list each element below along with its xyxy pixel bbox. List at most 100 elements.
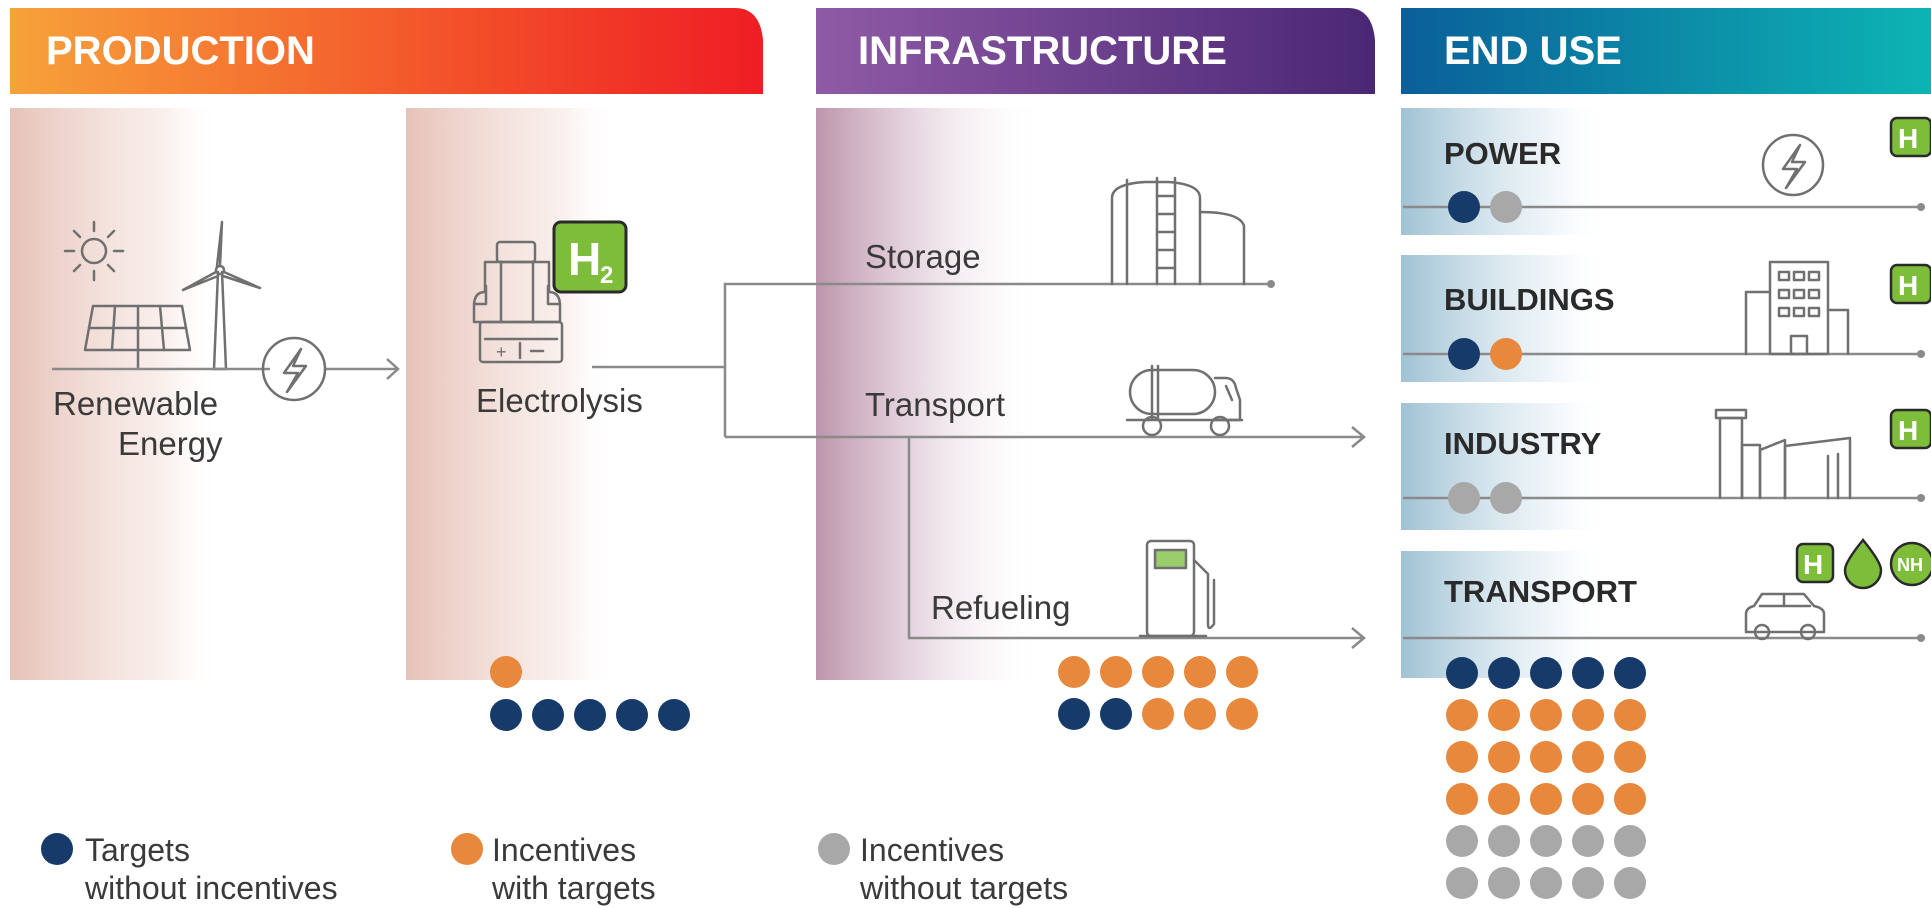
electrolysis-indicator-dot — [616, 699, 648, 731]
transport-h2-badge-letter: H — [1803, 549, 1823, 580]
infrastructure-indicator-dot — [1184, 698, 1216, 730]
h2-badge-letter: H — [568, 233, 601, 285]
refueling-label: Refueling — [931, 589, 1070, 626]
electrolysis-label: Electrolysis — [476, 382, 643, 419]
transport-end-use-indicator-dot — [1488, 699, 1520, 731]
transport-end-use-indicator-dot — [1572, 657, 1604, 689]
legend-incentives-with-targets-line1: Incentives — [492, 832, 636, 868]
transport-label: Transport — [865, 386, 1005, 423]
droplet-icon — [1843, 538, 1883, 590]
infrastructure-indicator-dot — [1058, 656, 1090, 688]
legend-incentives-without-targets-line2: without targets — [859, 870, 1068, 906]
production-header-label: PRODUCTION — [46, 29, 315, 73]
production-arrowhead — [386, 358, 400, 380]
industry-h2-badge: H — [1889, 408, 1931, 450]
storage-label: Storage — [865, 238, 981, 275]
end-use-header: END USE — [1401, 8, 1931, 94]
transport-h2-badge: H — [1795, 542, 1835, 584]
transport-end-use-indicator-dot — [1488, 867, 1520, 899]
legend-targets-line2: without incentives — [84, 870, 338, 906]
power-indicator-dot — [1490, 191, 1522, 223]
buildings-line-end-dot — [1917, 350, 1925, 358]
nh3-badge-icon: NH — [1889, 541, 1931, 587]
transport-end-use-indicator-dot — [1446, 741, 1478, 773]
power-label: POWER — [1444, 136, 1561, 171]
infrastructure-indicator-dot — [1100, 656, 1132, 688]
legend-targets-line1: Targets — [85, 832, 190, 868]
svg-text:+: + — [496, 342, 507, 362]
transport-end-use-indicator-dot — [1572, 699, 1604, 731]
end-use-header-label: END USE — [1444, 29, 1622, 73]
transport-end-use-indicator-dot — [1530, 741, 1562, 773]
buildings-indicator-dot — [1448, 338, 1480, 370]
power-h2-badge-letter: H — [1898, 123, 1918, 154]
indicator-dot-layer — [490, 191, 1646, 899]
transport-end-use-indicator-dot — [1530, 825, 1562, 857]
refueling-arrowhead — [1351, 627, 1366, 649]
refueling-line — [907, 437, 1363, 640]
electrolysis-indicator-dot — [490, 656, 522, 688]
industry-indicator-dot — [1490, 482, 1522, 514]
transport-end-use-indicator-dot — [1572, 783, 1604, 815]
transport-end-use-indicator-dot — [1446, 699, 1478, 731]
power-h2-badge: H — [1889, 116, 1931, 158]
transport-end-use-indicator-dot — [1614, 699, 1646, 731]
infrastructure-indicator-dot — [1184, 656, 1216, 688]
electrolyser-icon: + — [472, 240, 564, 364]
buildings-indicator-dot — [1490, 338, 1522, 370]
electricity-icon — [1761, 133, 1825, 197]
fuel-pump-icon — [1138, 539, 1216, 638]
h2-badge-icon: H 2 — [552, 220, 628, 294]
nh3-badge-label: NH — [1897, 555, 1923, 575]
transport-arrowhead — [1351, 426, 1366, 448]
transport-end-use-indicator-dot — [1446, 867, 1478, 899]
infrastructure-indicator-dot — [1142, 698, 1174, 730]
transport-end-use-indicator-dot — [1572, 825, 1604, 857]
buildings-label: BUILDINGS — [1444, 282, 1615, 317]
transport-end-use-indicator-dot — [1446, 783, 1478, 815]
factory-icon — [1714, 408, 1852, 500]
transport-end-use-indicator-dot — [1572, 741, 1604, 773]
transport-end-use-indicator-dot — [1446, 825, 1478, 857]
building-icon — [1744, 260, 1850, 356]
transport-end-use-indicator-dot — [1530, 783, 1562, 815]
transport-end-use-indicator-dot — [1614, 657, 1646, 689]
renewable-energy-label-line2: Energy — [118, 425, 223, 462]
industry-line-end-dot — [1917, 494, 1925, 502]
infrastructure-indicator-dot — [1100, 698, 1132, 730]
sun-icon — [63, 220, 125, 282]
transport-end-use-indicator-dot — [1530, 657, 1562, 689]
electrolysis-indicator-dot — [658, 699, 690, 731]
legend-incentives-with-targets-line2: with targets — [491, 870, 656, 906]
car-icon — [1744, 592, 1826, 641]
industry-indicator-dot — [1448, 482, 1480, 514]
electrolysis-indicator-dot — [574, 699, 606, 731]
legend-incentives-with-targets-dot — [451, 833, 483, 865]
renewable-panel — [10, 108, 220, 680]
storage-line — [723, 282, 1271, 437]
electrolysis-panel — [406, 108, 616, 680]
infrastructure-indicator-dot — [1226, 698, 1258, 730]
legend-incentives-without-targets-line1: Incentives — [860, 832, 1004, 868]
transport-end-use-indicator-dot — [1446, 657, 1478, 689]
transport-panel — [1401, 551, 1611, 678]
transport-end-use-indicator-dot — [1614, 741, 1646, 773]
production-header: PRODUCTION — [10, 8, 763, 94]
buildings-h2-badge: H — [1889, 263, 1931, 305]
infrastructure-indicator-dot — [1226, 656, 1258, 688]
tanker-truck-icon — [1125, 364, 1244, 437]
infrastructure-panel — [816, 108, 1046, 680]
transport-end-use-indicator-dot — [1488, 741, 1520, 773]
transport-end-use-indicator-dot — [1530, 867, 1562, 899]
transport-end-use-indicator-dot — [1572, 867, 1604, 899]
legend: Targets without incentives Incentives wi… — [41, 832, 1068, 906]
h2-badge-subscript: 2 — [600, 262, 613, 289]
industry-h2-badge-letter: H — [1898, 415, 1918, 446]
power-line-end-dot — [1917, 203, 1925, 211]
legend-incentives-without-targets-dot — [818, 833, 850, 865]
industry-label: INDUSTRY — [1444, 426, 1602, 461]
electrolysis-indicator-dot — [490, 699, 522, 731]
transport-end-use-indicator-dot — [1530, 699, 1562, 731]
electrolysis-indicator-dot — [532, 699, 564, 731]
